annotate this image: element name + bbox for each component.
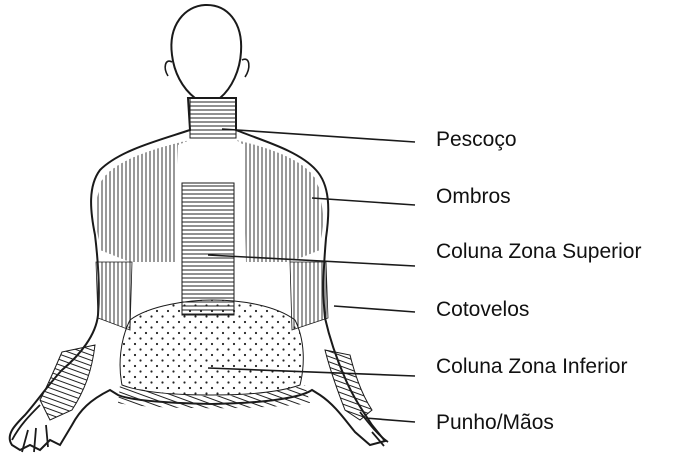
- neck-region: [190, 98, 236, 138]
- right-elbow-region: [290, 262, 328, 330]
- label-neck: Pescoço: [436, 128, 517, 152]
- lower-spine-region: [120, 300, 303, 395]
- pointer-elbows: [334, 306, 415, 312]
- label-lower-spine: Coluna Zona Inferior: [436, 355, 627, 379]
- label-wrists-hands: Punho/Mãos: [436, 411, 554, 435]
- head: [171, 5, 241, 98]
- right-shoulder-region: [236, 140, 323, 262]
- label-shoulders: Ombros: [436, 185, 511, 209]
- left-ear: [165, 61, 172, 76]
- label-elbows: Cotovelos: [436, 298, 529, 322]
- upper-spine-region: [182, 183, 234, 315]
- label-upper-spine: Coluna Zona Superior: [436, 240, 641, 264]
- pointer-wrists-hands: [365, 418, 415, 422]
- right-ear: [242, 59, 249, 77]
